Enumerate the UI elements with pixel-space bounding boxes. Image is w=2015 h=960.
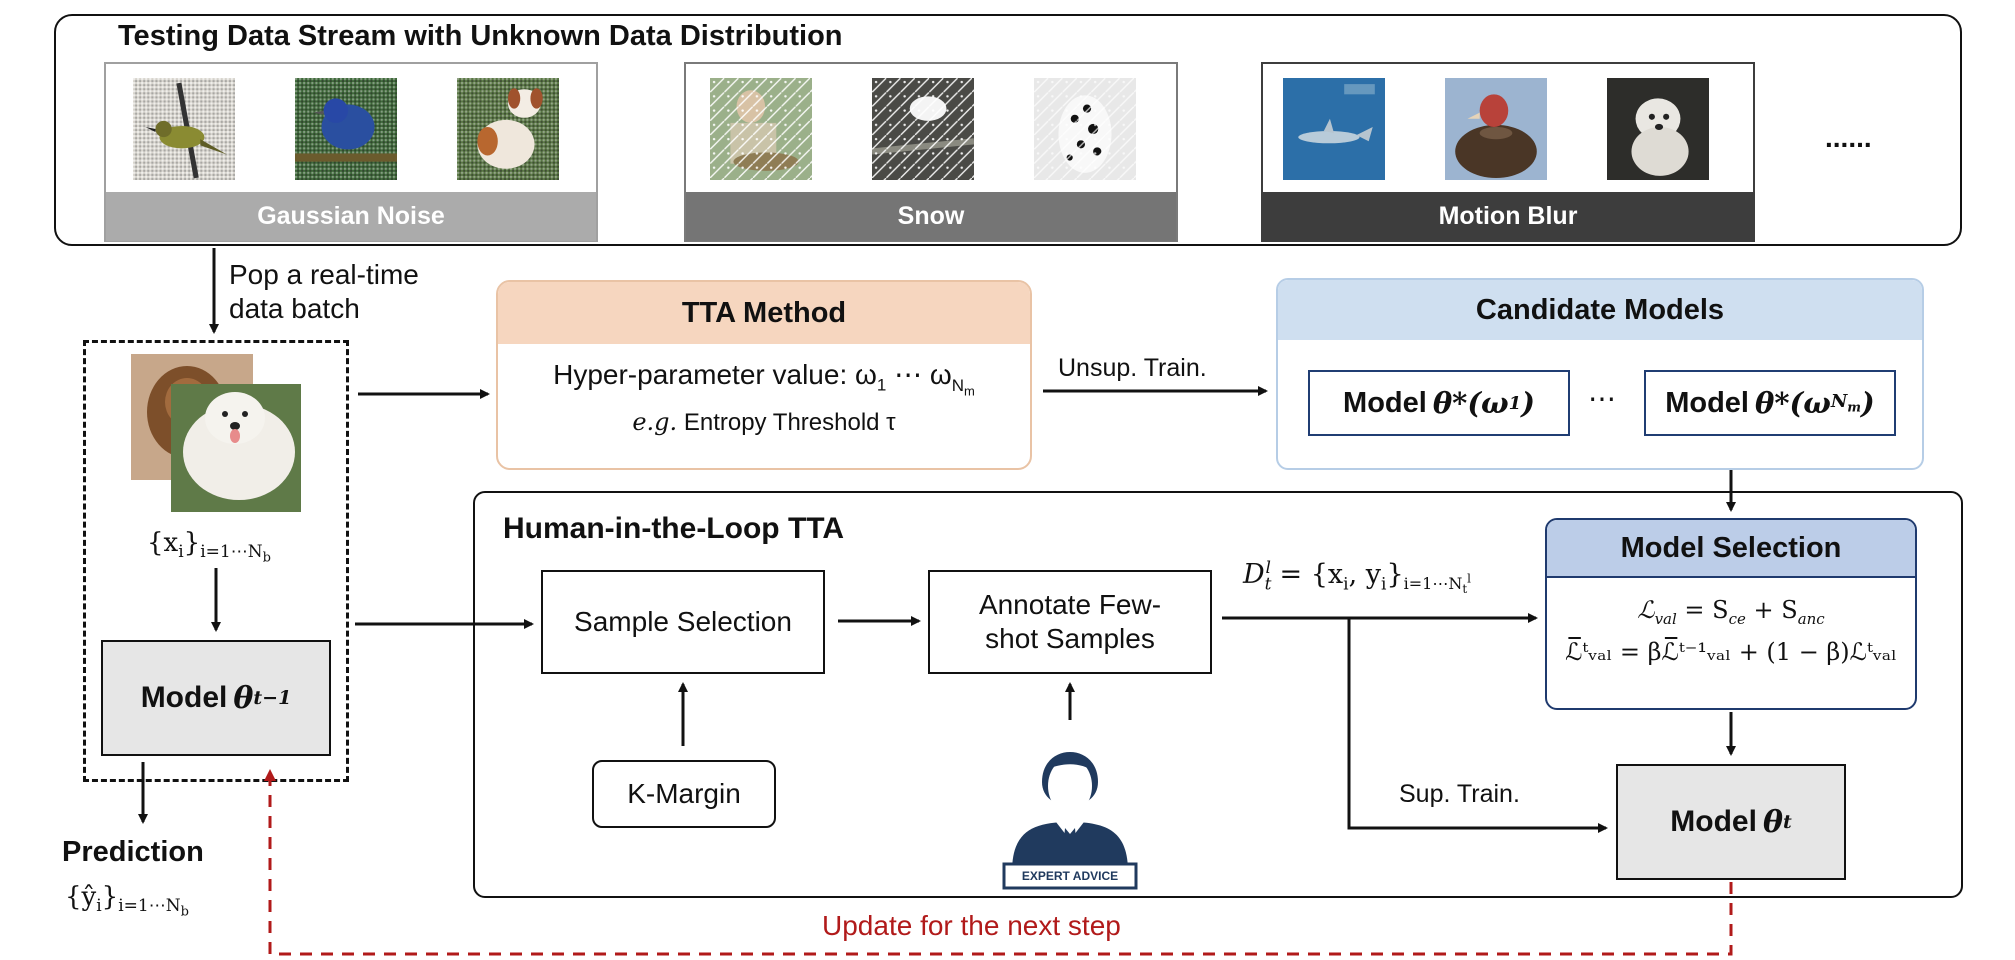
sample-selection-box: Sample Selection bbox=[541, 570, 825, 674]
batch-dashed-box bbox=[83, 340, 349, 782]
dalmatian-image bbox=[1034, 78, 1136, 180]
fisherman-image bbox=[710, 78, 812, 180]
ema-loss-equation: ℒ̅ᵗᵥₐₗ = βℒ̅ᵗ⁻¹ᵥₐₗ + (1 − β)ℒᵗᵥₐₗ bbox=[1565, 637, 1897, 666]
validation-loss-equation: ℒval = Sce + Sanc bbox=[1637, 596, 1825, 628]
sup-train-label: Sup. Train. bbox=[1399, 780, 1520, 808]
dog-image-1 bbox=[457, 78, 559, 180]
annotate-box: Annotate Few- shot Samples bbox=[928, 570, 1212, 674]
data-batch-image bbox=[131, 354, 301, 512]
tta-method-example: e.g. Entropy Threshold τ bbox=[632, 407, 896, 436]
bird-image bbox=[133, 78, 235, 180]
update-next-step-label: Update for the next step bbox=[822, 910, 1121, 941]
few-shot-dataset-label: Dtl = {xi, yi}i=1⋯Ntl bbox=[1243, 558, 1471, 597]
model-selection-panel: Model Selection ℒval = Sce + Sanc ℒ̅ᵗᵥₐₗ… bbox=[1545, 518, 1917, 710]
corruption-label-gaussian-noise: Gaussian Noise bbox=[106, 192, 596, 241]
data-stream-title: Testing Data Stream with Unknown Data Di… bbox=[118, 20, 843, 52]
corruption-group-gaussian-noise: Gaussian Noise bbox=[104, 62, 598, 242]
corruption-label-motion-blur: Motion Blur bbox=[1263, 192, 1753, 241]
unsup-train-label: Unsup. Train. bbox=[1058, 354, 1207, 382]
tta-method-hyperparam: Hyper-parameter value: ω1 ⋯ ωNm bbox=[553, 359, 975, 398]
corruption-label-snow: Snow bbox=[686, 192, 1176, 241]
candidate-models-title: Candidate Models bbox=[1278, 280, 1922, 340]
corruption-group-snow: Snow bbox=[684, 62, 1178, 242]
hitl-title: Human-in-the-Loop TTA bbox=[503, 512, 845, 545]
corruption-group-motion-blur: Motion Blur bbox=[1261, 62, 1755, 242]
expert-advice-badge: EXPERT ADVICE bbox=[1021, 869, 1119, 883]
kmargin-box: K-Margin bbox=[592, 760, 776, 828]
pop-batch-label: Pop a real-time data batch bbox=[229, 259, 419, 324]
vulture-image bbox=[1445, 78, 1547, 180]
bunting-image bbox=[295, 78, 397, 180]
data-stream-panel bbox=[54, 14, 1962, 246]
candidate-ellipsis: ⋯ bbox=[1588, 383, 1616, 414]
batch-set-label: {xi}i=1⋯Nb bbox=[147, 528, 271, 566]
shark-image bbox=[1283, 78, 1385, 180]
prediction-set-label: {ŷi}i=1⋯Nb bbox=[65, 882, 189, 920]
prediction-title: Prediction bbox=[62, 836, 204, 868]
white-dog-image bbox=[1607, 78, 1709, 180]
tta-method-panel: TTA Method Hyper-parameter value: ω1 ⋯ ω… bbox=[496, 280, 1032, 470]
stream-ellipsis: ...... bbox=[1825, 122, 1872, 153]
bird-snow-image bbox=[872, 78, 974, 180]
model-selection-title: Model Selection bbox=[1547, 520, 1915, 578]
tta-method-title: TTA Method bbox=[498, 282, 1030, 344]
